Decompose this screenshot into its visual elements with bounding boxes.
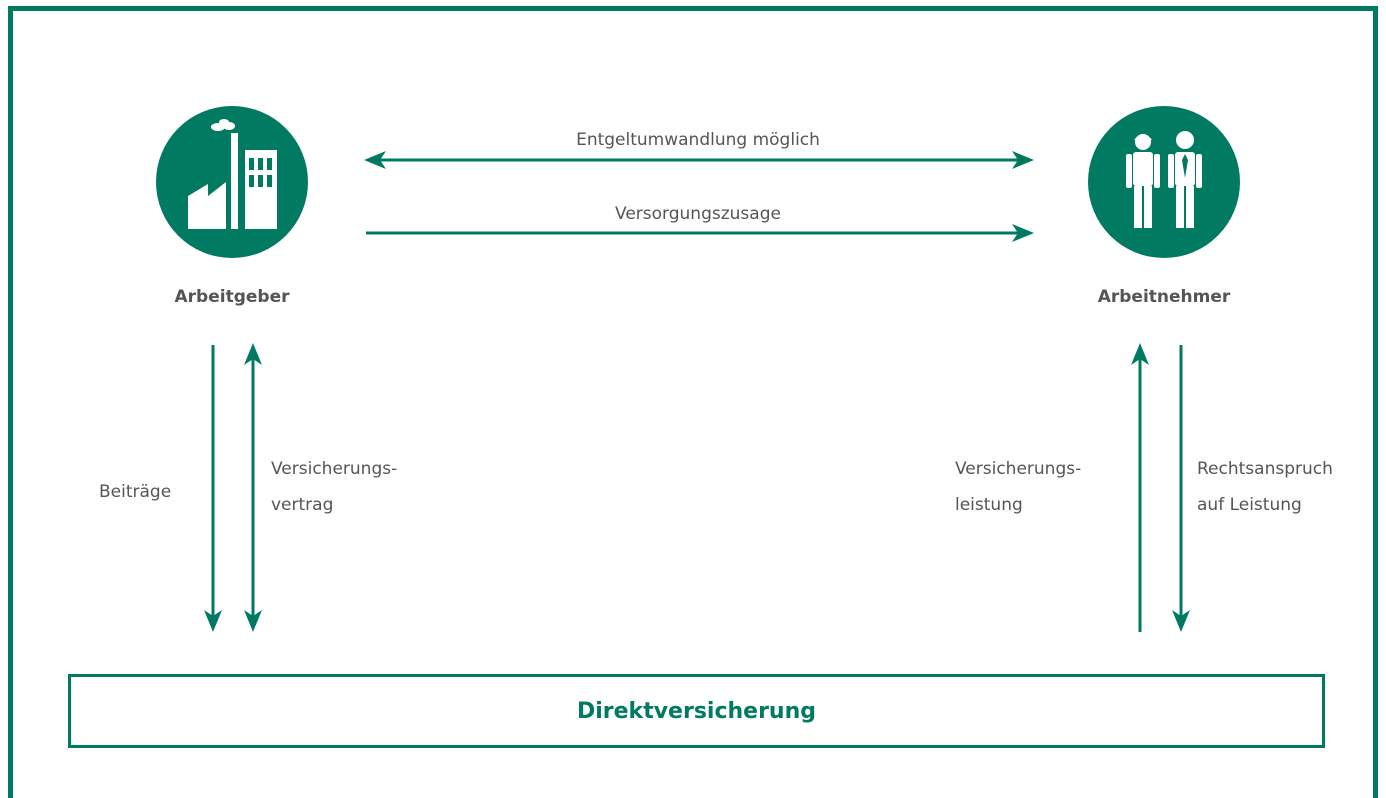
- arrowhead-down-1: [204, 610, 222, 632]
- workers-icon: [1126, 131, 1202, 228]
- contributions-label: Beiträge: [99, 482, 172, 502]
- contract-label-line1: Versicherungs-: [271, 459, 398, 479]
- arrowhead-right: [1012, 151, 1034, 169]
- arrowhead-up-2: [244, 343, 262, 365]
- diagram-frame: [8, 6, 1378, 798]
- pension-promise-label: Versorgungszusage: [615, 204, 781, 224]
- arrowhead-left: [364, 151, 386, 169]
- benefit-label-line2: leistung: [955, 495, 1023, 515]
- provider-box: Direktversicherung: [68, 674, 1325, 748]
- benefit-label-line1: Versicherungs-: [955, 459, 1082, 479]
- provider-label: Direktversicherung: [576, 698, 816, 724]
- arrowhead-down-4: [1172, 610, 1190, 632]
- claim-label-line1: Rechtsanspruch: [1197, 459, 1333, 479]
- employee-circle: [1088, 106, 1240, 258]
- employer-label: Arbeitgeber: [174, 287, 290, 307]
- contract-label-line2: vertrag: [271, 495, 334, 515]
- employer-circle: [156, 106, 308, 258]
- employee-label: Arbeitnehmer: [1097, 287, 1231, 307]
- claim-label-line2: auf Leistung: [1197, 495, 1302, 515]
- factory-icon: [188, 119, 277, 229]
- arrowhead-down-2: [244, 610, 262, 632]
- salary-conversion-label: Entgeltumwandlung möglich: [576, 130, 820, 150]
- arrowhead-up-3: [1131, 343, 1149, 365]
- arrowhead-right-2: [1012, 224, 1034, 242]
